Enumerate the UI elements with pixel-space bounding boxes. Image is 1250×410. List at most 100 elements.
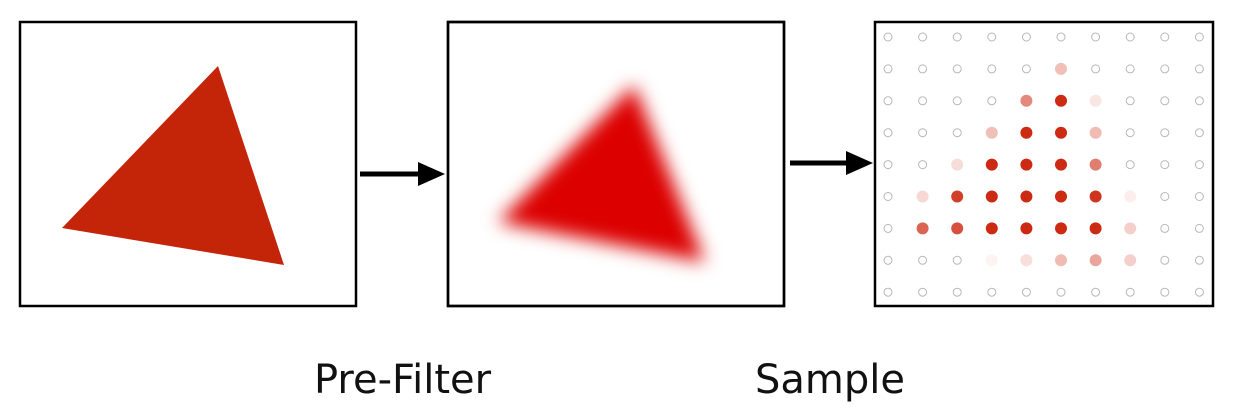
sample-point-filled [1055,190,1067,203]
sample-point-empty [918,287,928,297]
sample-point-filled [1124,222,1137,235]
sample-point-filled [1089,254,1102,267]
sample-point-filled [1055,158,1067,171]
sample-point-filled [1020,190,1033,203]
sample-point-empty [1160,255,1170,265]
sample-point-empty [987,96,997,106]
sample-point-filled [985,254,998,267]
prefiltered-triangle-panel [446,20,786,308]
original-triangle-panel [18,20,358,308]
sample-point-filled [1089,126,1102,139]
sample-point-empty [1160,96,1170,106]
sample-point-filled [1020,158,1033,171]
sample-point-filled [951,222,964,235]
triangle-shape [62,66,284,265]
sample-point-filled [985,222,998,235]
sample-point-filled [1055,254,1067,267]
sample-point-empty [987,32,997,42]
prefilter-label: Pre-Filter [314,357,492,403]
sample-point-empty [1194,287,1204,297]
sample-point-empty [1160,64,1170,74]
sample-grid [883,32,1204,297]
sample-point-empty [1194,160,1204,170]
sample-point-empty [918,32,928,42]
sample-point-empty [1021,32,1031,42]
sample-point-empty [1125,96,1135,106]
sample-point-empty [952,64,962,74]
sample-point-filled [951,190,964,203]
sample-point-filled [916,222,929,235]
sample-label: Sample [755,357,905,403]
sample-point-empty [883,160,893,170]
sample-point-filled [951,158,964,171]
sample-point-empty [952,96,962,106]
sample-point-empty [918,255,928,265]
sample-point-empty [883,32,893,42]
sample-point-empty [1194,128,1204,138]
sample-point-empty [918,128,928,138]
sample-point-empty [1194,223,1204,233]
sample-point-empty [1194,64,1204,74]
sample-point-empty [1194,192,1204,201]
sample-point-empty [883,96,893,106]
sample-point-empty [1056,32,1066,42]
sample-point-empty [918,64,928,74]
sample-point-empty [1021,287,1031,297]
sample-point-filled [985,158,998,171]
sample-point-empty [952,255,962,265]
sample-point-filled [1020,222,1033,235]
sample-point-empty [1091,32,1101,42]
sample-point-empty [1125,32,1135,42]
sample-point-empty [1125,128,1135,138]
sample-point-filled [1020,254,1033,267]
sample-point-empty [1056,287,1066,297]
sample-grid-panel [873,20,1215,308]
sample-point-empty [1021,64,1031,74]
sample-point-filled [1020,126,1033,139]
sample-point-empty [883,287,893,297]
arrow-right-icon [790,151,873,175]
sample-point-empty [1125,287,1135,297]
sample-point-empty [987,287,997,297]
sample-point-empty [1160,160,1170,170]
sample-point-filled [1089,190,1102,203]
sample-point-empty [883,128,893,138]
sample-point-filled [1055,222,1067,235]
sample-point-empty [883,64,893,74]
sample-point-filled [1055,94,1067,107]
sample-point-empty [1160,287,1170,297]
sample-point-empty [952,32,962,42]
sample-point-filled [985,126,998,139]
sample-point-empty [1160,223,1170,233]
sample-point-empty [1160,32,1170,42]
sample-point-empty [987,64,997,74]
sample-point-empty [1125,160,1135,170]
sample-point-empty [1125,64,1135,74]
sample-point-filled [985,190,998,203]
sample-point-empty [883,223,893,233]
sample-point-empty [1160,192,1170,201]
sample-point-filled [1089,94,1102,107]
blurred-triangle-shape [498,85,705,262]
sample-point-empty [1194,96,1204,106]
sample-point-filled [1124,190,1137,203]
sample-point-empty [918,160,928,170]
sample-point-empty [1091,287,1101,297]
sample-point-filled [1089,222,1102,235]
sample-point-filled [1089,158,1102,171]
arrow-right-icon [360,162,445,186]
sample-point-empty [918,96,928,106]
sample-point-filled [1020,94,1033,107]
sample-point-empty [1160,128,1170,138]
sample-point-filled [1055,62,1067,75]
sample-point-empty [952,287,962,297]
sample-point-empty [883,255,893,265]
sample-point-empty [1194,32,1204,42]
panel-frame [873,20,1215,308]
sample-point-empty [883,192,893,201]
sample-point-empty [1194,255,1204,265]
sample-point-filled [1124,254,1137,267]
sample-point-filled [916,190,929,203]
sample-point-empty [1091,64,1101,74]
